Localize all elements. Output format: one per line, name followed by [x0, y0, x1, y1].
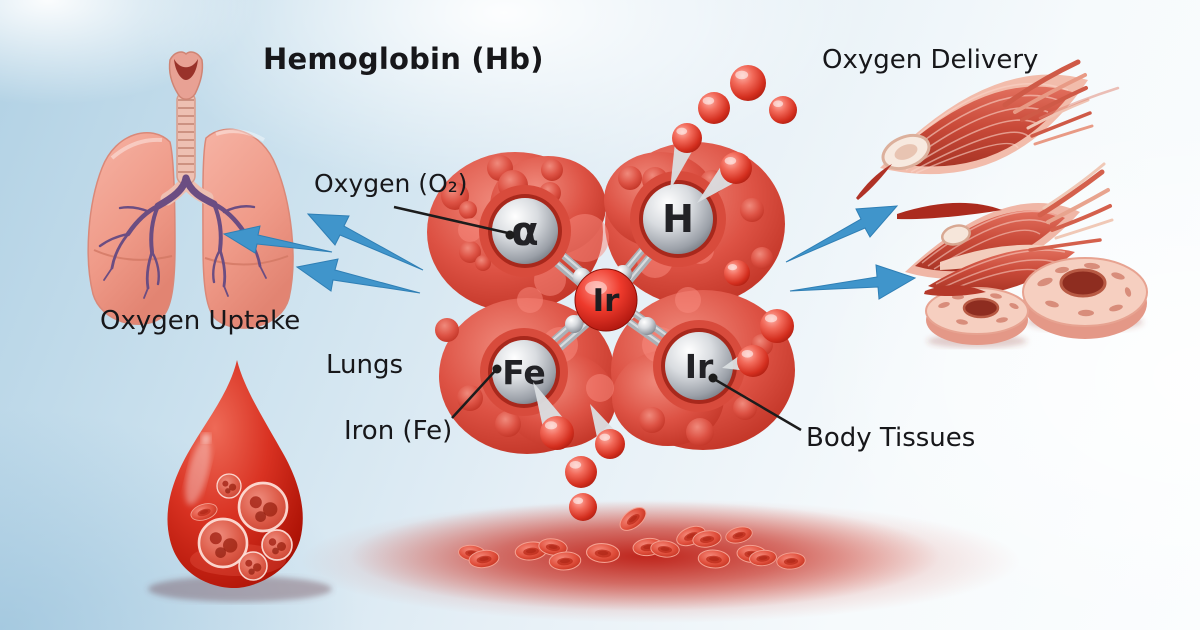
label-body-tissues: Body Tissues: [806, 423, 976, 453]
delivery-arrow-1: [785, 205, 899, 263]
label-oxygen-uptake: Oxygen Uptake: [100, 306, 301, 336]
trachea: [176, 91, 196, 185]
delivery-arrows: [785, 205, 917, 300]
page-title: Hemoglobin (Hb): [263, 42, 544, 76]
pointer-dot-iron: [492, 364, 502, 374]
bronchial-tree: [98, 174, 274, 299]
blood-drop-illustration: [148, 360, 332, 602]
subunit-label-alpha: α: [511, 209, 538, 255]
upper-muscle-fibers: [1002, 59, 1120, 146]
muscle-swoosh-2: [897, 202, 1002, 220]
larynx-opening: [174, 59, 198, 80]
pointer-line-tissues: [713, 377, 802, 432]
subunit-fe: Fe: [480, 328, 568, 416]
small-slice-texture: [938, 293, 1019, 325]
middle-muscle-tendon: [941, 224, 971, 246]
muscle-tissue-illustration: [856, 59, 1148, 348]
middle-muscle-body-1: [915, 210, 1065, 272]
muscle-swoosh-3: [924, 285, 986, 297]
trachea-rings: [178, 99, 194, 173]
small-slice-nucleus: [962, 297, 1000, 319]
delivery-arrow-2: [789, 264, 917, 300]
label-iron-fe: Iron (Fe): [344, 416, 453, 446]
lungs-illustration: [87, 51, 294, 329]
big-slice-nucleus: [1059, 268, 1107, 298]
middle-muscle-fibers: [1028, 162, 1114, 252]
pointer-dot-tissues: [708, 373, 718, 383]
big-slice-texture: [1037, 262, 1132, 317]
label-lungs: Lungs: [326, 350, 404, 380]
center-label-ir: Ir: [593, 283, 621, 319]
label-oxygen-o2: Oxygen (O₂): [314, 169, 468, 198]
uptake-arrows: [222, 213, 424, 294]
left-lung-fissure: [93, 249, 173, 261]
subunit-alpha: α: [479, 185, 571, 277]
subunit-label-fe: Fe: [502, 353, 546, 392]
subunit-label-h: H: [662, 197, 694, 241]
uptake-arrow-3: [222, 225, 333, 254]
muscle-swoosh-1: [856, 164, 892, 200]
blood-drop-highlight: [185, 438, 211, 506]
subunit-ir: Ir: [653, 320, 745, 412]
pointer-line-iron: [451, 370, 496, 419]
blood-pool: [300, 499, 1020, 623]
blood-drop-shadow: [148, 576, 332, 602]
pointer-line-oxygen: [393, 205, 509, 235]
hemoglobin-molecule: α H Fe Ir Ir: [427, 133, 795, 454]
pointer-lines: [393, 205, 802, 432]
pointer-dot-oxygen: [505, 230, 515, 240]
uptake-arrow-2: [295, 258, 421, 294]
label-oxygen-delivery: Oxygen Delivery: [822, 45, 1039, 75]
subunit-h: H: [630, 171, 726, 267]
right-lung-fissure: [204, 255, 289, 266]
molecule-center: Ir: [574, 268, 638, 332]
uptake-arrow-1: [306, 213, 424, 271]
